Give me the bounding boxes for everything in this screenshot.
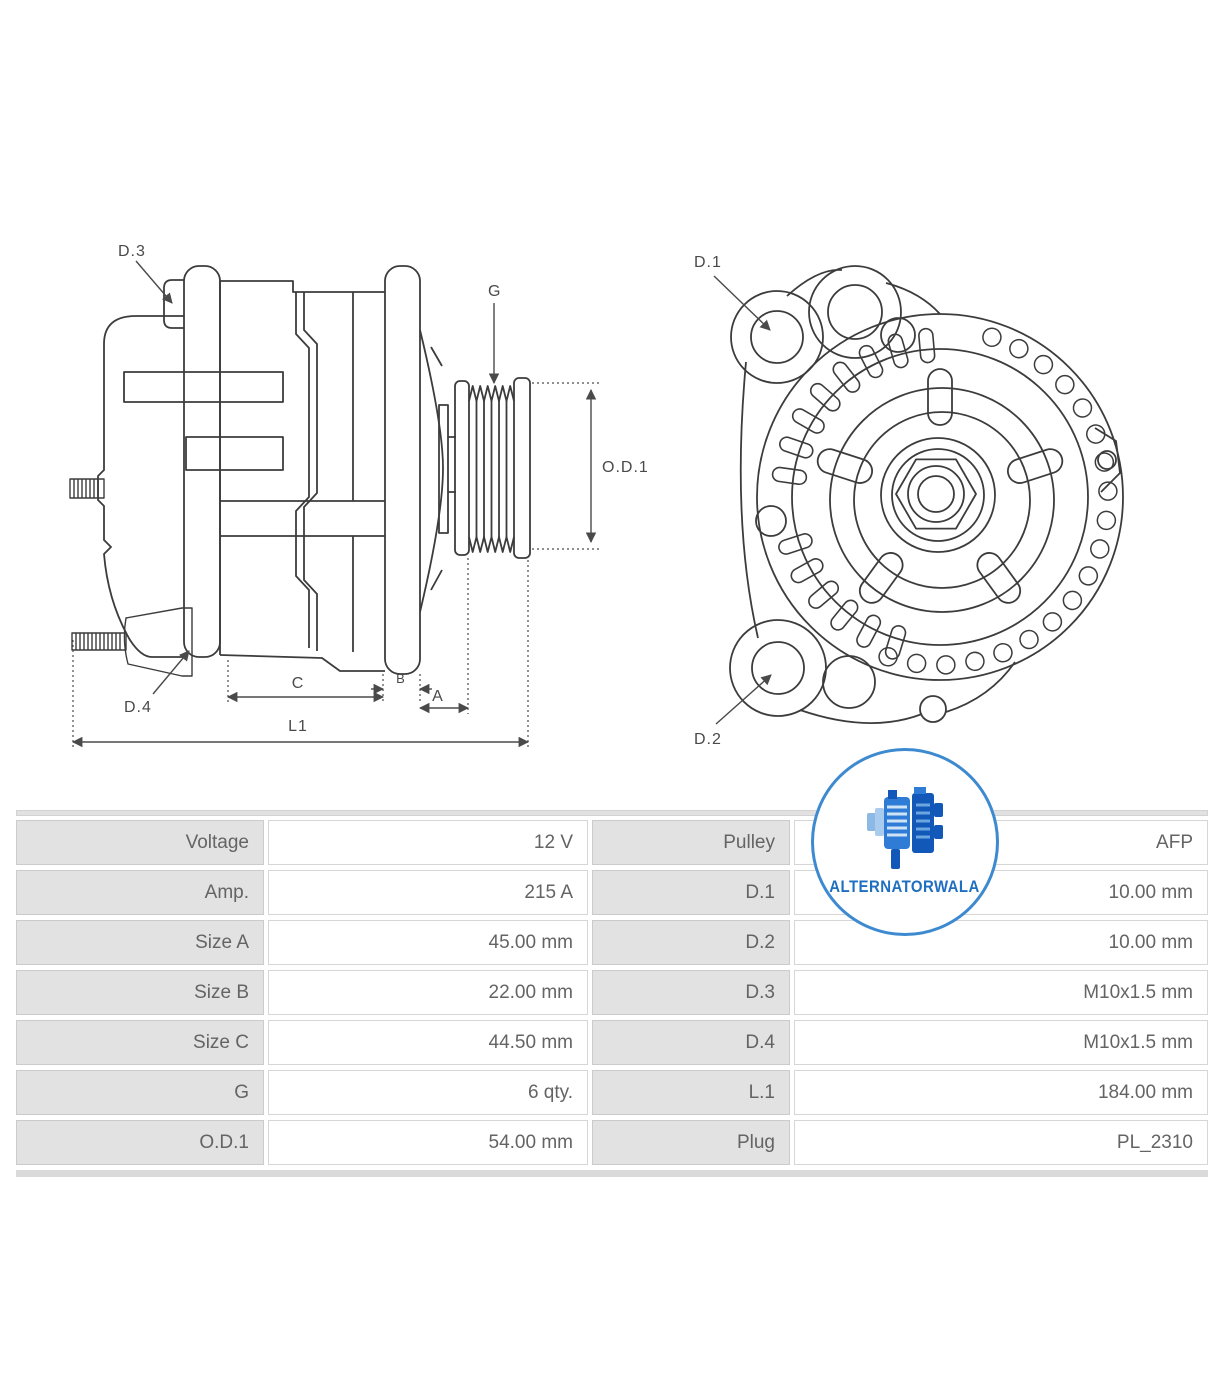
spec-label: D.4	[592, 1020, 790, 1065]
shaft-nut	[895, 458, 977, 530]
rim-scallops	[878, 327, 1118, 675]
alternatorwala-logo: ALTERNATORWALA	[811, 748, 999, 936]
side-view-drawing	[69, 265, 531, 677]
table-row: Size A 45.00 mm D.2 10.00 mm	[16, 920, 1208, 965]
rear-view-drawing	[729, 265, 1124, 724]
spec-label: G	[16, 1070, 264, 1115]
spec-value: 10.00 mm	[794, 920, 1208, 965]
vent-slots	[771, 327, 936, 660]
dim-label-g: G	[488, 283, 501, 300]
spec-label: O.D.1	[16, 1120, 264, 1165]
spec-value: PL_2310	[794, 1120, 1208, 1165]
spec-label: D.3	[592, 970, 790, 1015]
dim-label-l1: L1	[288, 718, 308, 735]
spec-table: Voltage 12 V Pulley AFP Amp. 215 A D.1 1…	[16, 810, 1208, 1177]
rear-view-dimensions	[713, 275, 772, 725]
dim-label-a: A	[432, 688, 444, 705]
terminal-stud-bottom	[71, 607, 193, 677]
dim-label-d2: D.2	[694, 731, 722, 748]
spec-label: Amp.	[16, 870, 264, 915]
spec-label: Voltage	[16, 820, 264, 865]
dim-label-d3: D.3	[118, 243, 146, 260]
spec-label: D.2	[592, 920, 790, 965]
spec-label: L.1	[592, 1070, 790, 1115]
table-bottom-bar	[16, 1170, 1208, 1177]
spec-value: 54.00 mm	[268, 1120, 588, 1165]
table-top-sliver	[16, 810, 1208, 816]
spec-label: Plug	[592, 1120, 790, 1165]
spec-value: 6 qty.	[268, 1070, 588, 1115]
spec-value: M10x1.5 mm	[794, 1020, 1208, 1065]
spec-label: Pulley	[592, 820, 790, 865]
terminal-stud-top	[69, 478, 105, 499]
spec-label: Size C	[16, 1020, 264, 1065]
spec-value: 215 A	[268, 870, 588, 915]
dim-label-c: C	[292, 675, 305, 692]
mounting-hole-d2	[729, 619, 827, 717]
table-row: G 6 qty. L.1 184.00 mm	[16, 1070, 1208, 1115]
table-row: Size C 44.50 mm D.4 M10x1.5 mm	[16, 1020, 1208, 1065]
spec-label: Size A	[16, 920, 264, 965]
side-view-dimensions	[71, 260, 600, 750]
fan-spokes	[816, 368, 1064, 604]
dim-label-d1: D.1	[694, 254, 722, 271]
table-row: Voltage 12 V Pulley AFP	[16, 820, 1208, 865]
spec-value: M10x1.5 mm	[794, 970, 1208, 1015]
alternatorwala-logo-icon	[867, 787, 943, 869]
table-row: Amp. 215 A D.1 10.00 mm	[16, 870, 1208, 915]
logo-wordmark: ALTERNATORWALA	[829, 877, 981, 896]
spec-value: 184.00 mm	[794, 1070, 1208, 1115]
dim-label-b: B	[396, 671, 406, 686]
spec-value: 22.00 mm	[268, 970, 588, 1015]
spec-value: 12 V	[268, 820, 588, 865]
alternator-technical-drawing: D.3 D.4 G O.D.1 C B A L1	[69, 243, 1124, 750]
spec-value: 45.00 mm	[268, 920, 588, 965]
spec-value: 44.50 mm	[268, 1020, 588, 1065]
table-row: O.D.1 54.00 mm Plug PL_2310	[16, 1120, 1208, 1165]
pulley	[454, 377, 531, 559]
spec-label: D.1	[592, 870, 790, 915]
dim-label-d4: D.4	[124, 699, 152, 716]
table-row: Size B 22.00 mm D.3 M10x1.5 mm	[16, 970, 1208, 1015]
dim-label-od1: O.D.1	[602, 459, 649, 476]
spec-label: Size B	[16, 970, 264, 1015]
mounting-hole-d1	[730, 290, 824, 384]
